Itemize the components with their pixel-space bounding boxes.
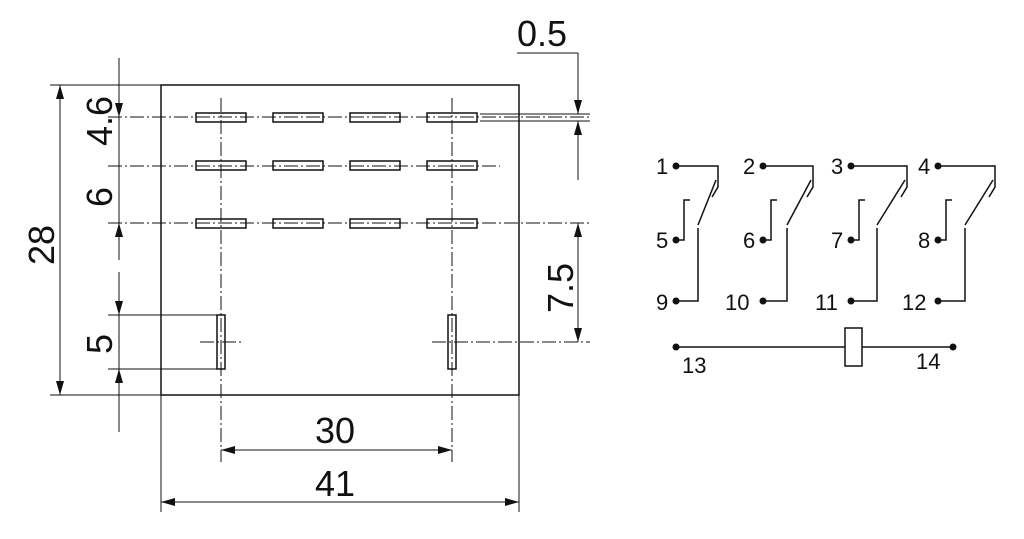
contact-group-1 [676,165,719,302]
dim-label-right-offset: 7.5 [540,263,581,313]
dim-label-width-total: 41 [315,463,355,504]
dim-label-height-total: 28 [21,225,62,265]
package-outline [160,84,520,396]
center-lines [108,98,590,462]
terminal-label: 2 [743,154,755,179]
dim-label-pitch-top: 4.6 [79,96,120,146]
coil [676,327,953,367]
dimension-lines [56,52,582,506]
terminal-label: 12 [902,290,926,315]
contact-group-3 [851,165,908,302]
terminal-label: 13 [682,353,706,378]
terminal-label: 9 [656,290,668,315]
terminal-label: 6 [743,228,755,253]
terminal-label: 5 [656,228,668,253]
coil-symbol [844,327,863,367]
dim-label-top-offset: 0.5 [517,13,567,54]
coil-pin-slots [216,314,457,370]
terminal-label: 1 [656,154,668,179]
terminal-label: 7 [831,228,843,253]
dim-label-height-coil: 5 [79,334,120,354]
contact-pin-slots [195,112,478,229]
terminal-label: 4 [918,154,930,179]
terminal-label: 14 [916,349,940,374]
terminal-label: 3 [831,154,843,179]
terminal-label: 10 [725,290,749,315]
terminal-label: 8 [918,228,930,253]
extension-lines [50,84,590,512]
contact-group-2 [763,165,814,302]
terminal-dots [672,162,957,351]
terminal-label: 11 [815,290,838,315]
relay-schematic: 1 2 3 4 5 6 7 8 9 10 11 12 13 14 [656,154,996,378]
dim-label-coil-spacing: 30 [315,410,355,451]
contact-group-4 [938,165,996,302]
dim-label-pitch-mid: 6 [79,187,120,207]
